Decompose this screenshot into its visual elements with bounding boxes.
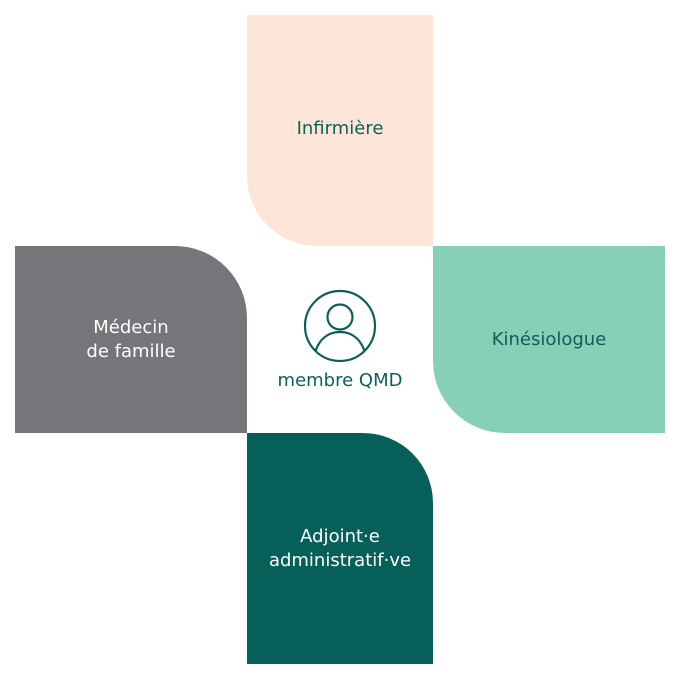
tile-kinesiologue: Kinésiologue <box>433 246 665 433</box>
tile-infirmiere: Infirmière <box>247 15 433 246</box>
tile-medecin-label-line1: Médecin <box>93 316 169 338</box>
center-member-label: membre QMD <box>277 370 403 391</box>
tile-adjoint-label-line1: Adjoint·e <box>300 525 380 547</box>
user-profile-icon <box>303 289 377 363</box>
tile-adjoint-administratif: Adjoint·e administratif·ve <box>247 433 433 664</box>
tile-adjoint-label-line2: administratif·ve <box>268 549 412 571</box>
center-member: membre QMD <box>247 246 433 433</box>
tile-medecin-label-line2: de famille <box>86 340 176 362</box>
tile-medecin-de-famille: Médecin de famille <box>15 246 247 433</box>
tile-infirmiere-label: Infirmière <box>296 117 384 139</box>
tile-kinesiologue-label: Kinésiologue <box>491 328 607 350</box>
